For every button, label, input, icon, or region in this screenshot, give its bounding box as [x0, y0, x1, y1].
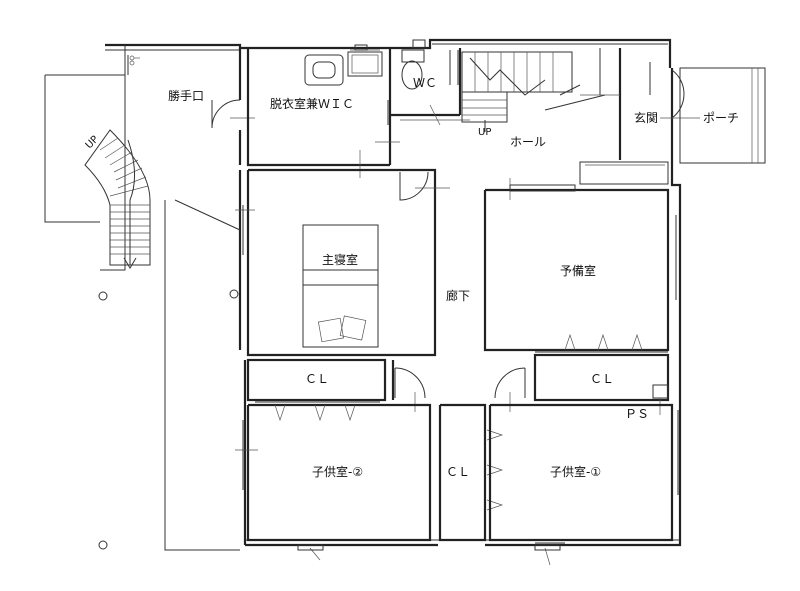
spare-room	[483, 178, 677, 352]
porch	[679, 67, 766, 164]
wc-room	[390, 48, 470, 126]
label-closet-right: ＣＬ	[590, 372, 615, 386]
top-posts	[354, 39, 426, 51]
label-spare-room: 予備室	[560, 264, 597, 278]
child-room-1	[488, 403, 679, 566]
interior-stair	[461, 51, 606, 132]
label-closet-middle: ＣＬ	[446, 465, 471, 479]
master-bedroom	[235, 168, 450, 357]
middle-closet	[438, 403, 504, 542]
label-corridor: 廊下	[446, 289, 471, 303]
label-master-bedroom: 主寝室	[322, 253, 359, 267]
label-stair-up-hall: UP	[478, 127, 492, 138]
label-child-room-2: 子供室-②	[312, 465, 364, 479]
label-back-door: 勝手口	[168, 89, 205, 103]
corridor-doors	[391, 360, 526, 412]
bottom-markers	[297, 544, 561, 551]
dressing-room	[246, 48, 400, 178]
exterior-stair	[84, 129, 151, 269]
label-wc: ＷＣ	[413, 76, 438, 90]
label-child-room-1: 子供室-①	[550, 465, 602, 479]
closets-row	[246, 351, 670, 415]
label-entrance: 玄関	[634, 111, 659, 125]
label-closet-left: ＣＬ	[305, 372, 330, 386]
label-porch: ポーチ	[703, 111, 740, 125]
label-dressing-wic: 脱衣室兼ＷＩＣ	[270, 97, 355, 111]
label-hall: ホール	[510, 135, 547, 149]
left-balcony	[44, 45, 241, 551]
back-door-area	[127, 55, 255, 129]
entrance-hall	[579, 48, 700, 185]
label-pipe-space: ＰＳ	[625, 407, 650, 421]
child-room-2	[235, 401, 432, 561]
